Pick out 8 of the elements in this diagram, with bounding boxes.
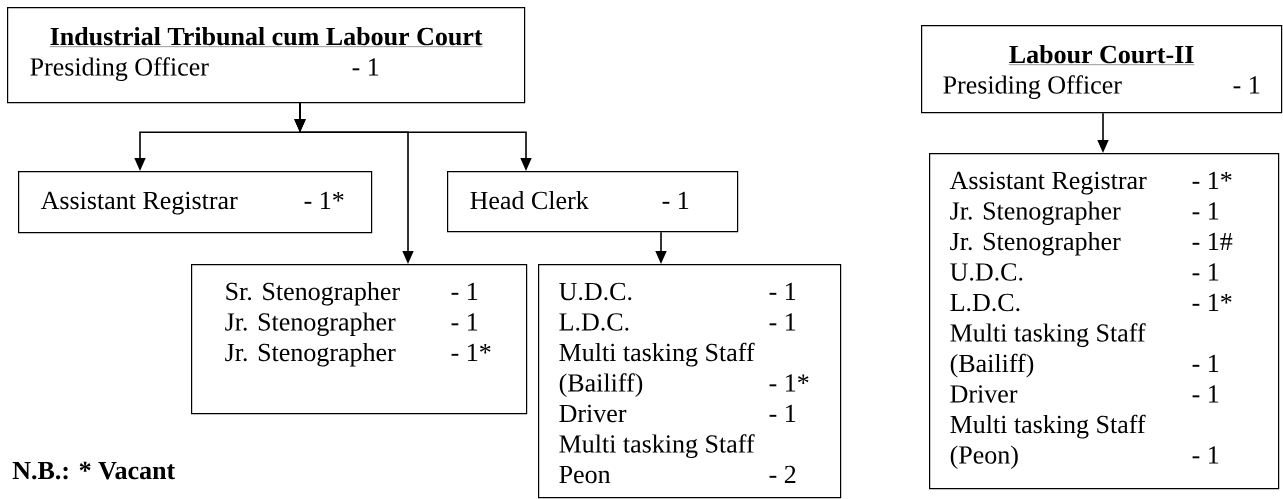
position-box: Assistant Registrar - 1* (18, 171, 373, 234)
position-box: U.D.C. - 1 L.D.C. - 1 Multi tasking Staff (Bailiff) - 1* Driver - 1 Multi tasking Staff Peon - 2 (538, 264, 842, 499)
position-box: Labour Court-II Presiding Officer - 1 (921, 25, 1283, 114)
position-box: Assistant Registrar - 1* Jr. Stenographer - 1 Jr. Stenographer - 1# U.D.C. - 1 L.D.C. - 1* Multi tasking Staff (Bailiff) - 1 Driver - 1 Multi tasking Staff (Peon) - 1 (929, 153, 1280, 490)
position-box: Sr. Stenographer - 1 Jr. Stenographer - 1 Jr. Stenographer - 1* (191, 264, 528, 415)
position-box: Head Clerk - 1 (447, 171, 739, 233)
position-box: Industrial Tribunal cum Labour Court Presiding Officer - 1 (7, 7, 526, 104)
note: N.B.: * Vacant (12, 461, 176, 480)
